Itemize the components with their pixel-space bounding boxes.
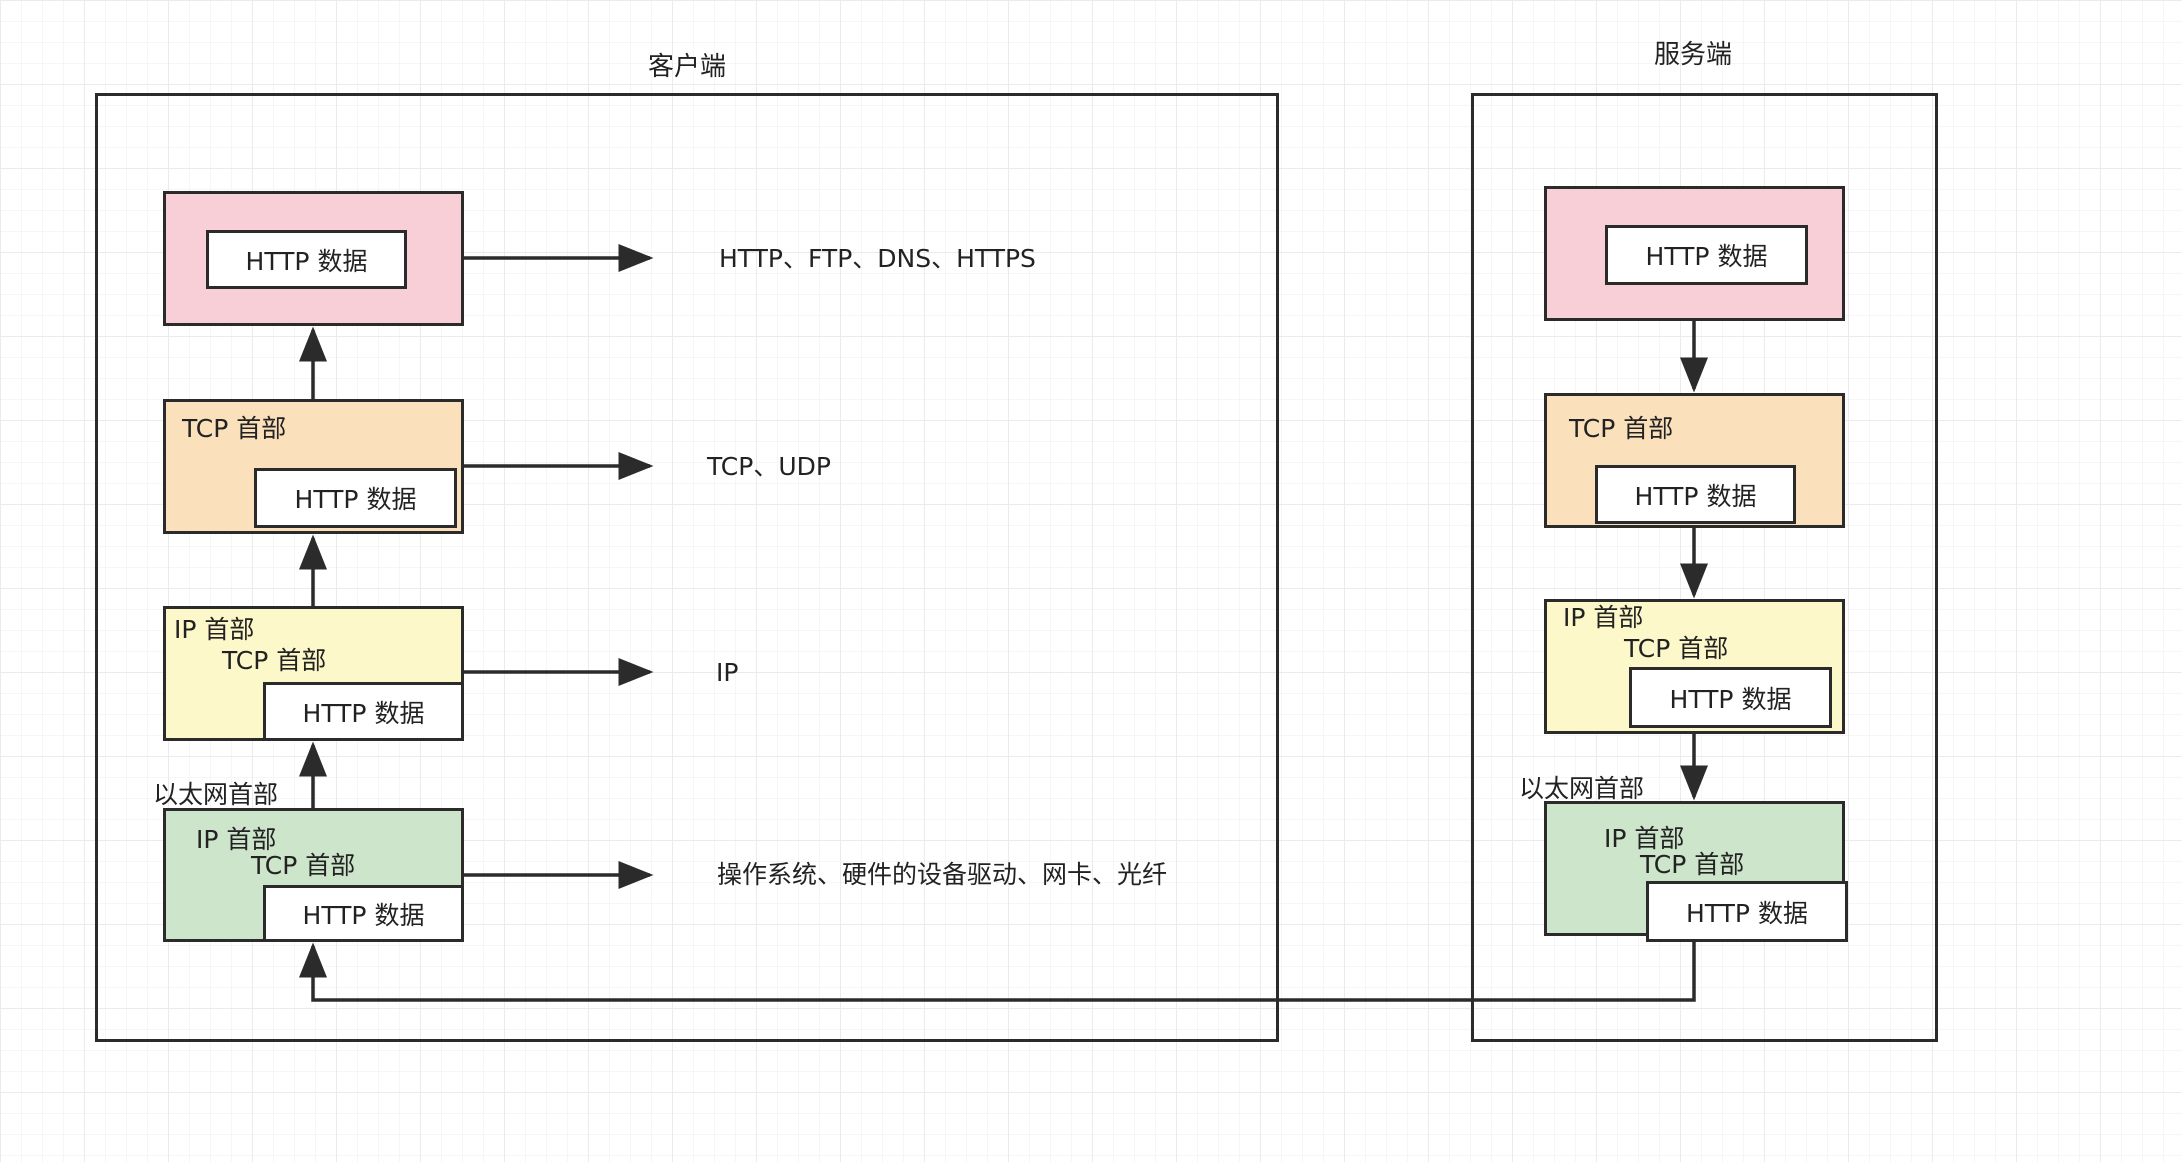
network-protocols: IP (716, 658, 739, 687)
server-transport-layer: TCP 首部 HTTP 数据 (1544, 393, 1845, 528)
client-network-layer: IP 首部 TCP 首部 HTTP 数据 (163, 606, 464, 741)
server-network-layer: IP 首部 TCP 首部 HTTP 数据 (1544, 599, 1845, 734)
server-frame (1471, 93, 1938, 1042)
server-network-tcp-header: TCP 首部 (1624, 634, 1729, 663)
server-link-http-data: HTTP 数据 (1646, 881, 1848, 942)
server-application-layer: HTTP 数据 (1544, 186, 1845, 321)
server-transport-http-data: HTTP 数据 (1595, 465, 1796, 524)
client-link-http-data: HTTP 数据 (263, 885, 464, 942)
server-link-ip-header: IP 首部 (1604, 824, 1685, 853)
client-network-ip-header: IP 首部 (174, 615, 255, 644)
client-transport-tcp-header: TCP 首部 (182, 414, 287, 443)
client-application-layer: HTTP 数据 (163, 191, 464, 326)
client-transport-http-data: HTTP 数据 (254, 468, 457, 528)
client-network-http-data: HTTP 数据 (263, 682, 464, 741)
server-title: 服务端 (1654, 40, 1733, 70)
client-network-tcp-header: TCP 首部 (222, 646, 327, 675)
server-application-http-data: HTTP 数据 (1605, 225, 1808, 285)
client-frame (95, 93, 1279, 1042)
client-link-ip-header: IP 首部 (196, 825, 277, 854)
client-link-layer: IP 首部 TCP 首部 HTTP 数据 (163, 808, 464, 942)
client-link-tcp-header: TCP 首部 (251, 851, 356, 880)
client-title: 客户端 (648, 52, 727, 82)
server-transport-tcp-header: TCP 首部 (1569, 414, 1674, 443)
application-protocols: HTTP、FTP、DNS、HTTPS (719, 244, 1036, 273)
transport-protocols: TCP、UDP (707, 452, 831, 481)
server-network-ip-header: IP 首部 (1563, 603, 1644, 632)
server-ethernet-header: 以太网首部 (1519, 774, 1645, 803)
server-network-http-data: HTTP 数据 (1629, 667, 1832, 728)
link-protocols: 操作系统、硬件的设备驱动、网卡、光纤 (717, 860, 1168, 889)
client-ethernet-header: 以太网首部 (153, 780, 279, 809)
client-transport-layer: TCP 首部 HTTP 数据 (163, 399, 464, 534)
client-application-http-data: HTTP 数据 (206, 230, 407, 289)
server-link-tcp-header: TCP 首部 (1640, 850, 1745, 879)
